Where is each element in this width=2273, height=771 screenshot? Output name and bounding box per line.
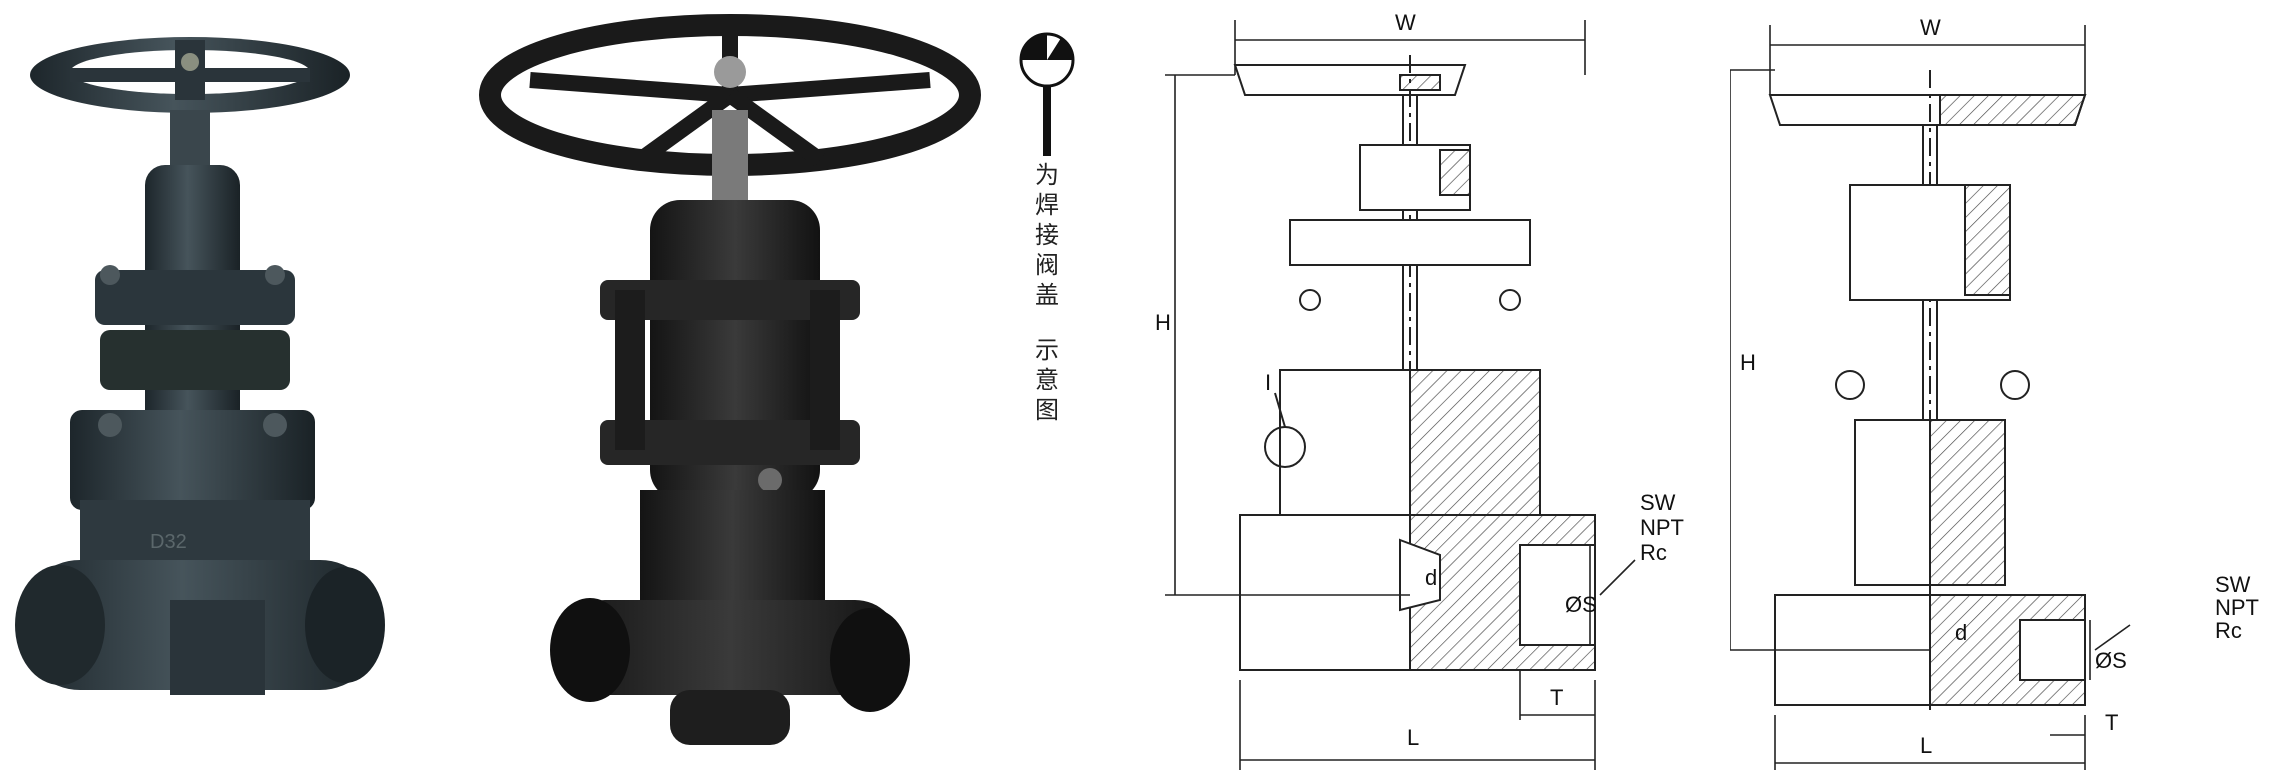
dim-l-label-2: L	[1920, 733, 1932, 758]
weld-bonnet-text: 为焊接阀盖	[1035, 161, 1059, 309]
end-type-rc-2: Rc	[2215, 618, 2242, 643]
valve-photo-bolted-bonnet: D32	[0, 0, 420, 771]
drawing-2-lines: W H L T ØS d SW NPT Rc	[1730, 15, 2259, 770]
drawing-1-lines: W H L T ØS d I SW NPT Rc	[1155, 10, 1684, 770]
end-type-rc: Rc	[1640, 540, 1667, 565]
dim-l-label: L	[1407, 725, 1419, 750]
dim-t-label-2: T	[2105, 710, 2118, 735]
weld-bonnet-legend: 为焊接阀盖 示意图	[1005, 0, 1095, 771]
dim-h-label-2: H	[1740, 350, 1756, 375]
body-marking: D32	[150, 531, 187, 553]
end-type-sw-2: SW	[2215, 572, 2251, 597]
valve-drawing-pressure-seal: W H L T ØS d SW NPT Rc	[1730, 0, 2273, 771]
end-type-npt: NPT	[1640, 515, 1684, 540]
weld-symbol-icon	[1019, 32, 1075, 156]
schematic-text: 示意图	[1035, 336, 1059, 424]
dim-t-label: T	[1550, 685, 1563, 710]
valve-photo-2-image	[479, 14, 981, 745]
dim-d-label-2: d	[1955, 620, 1967, 645]
dim-w-label: W	[1395, 10, 1416, 35]
dim-h-label: H	[1155, 310, 1171, 335]
valve-drawing-bolted: W H L T ØS d I SW NPT Rc	[1110, 0, 1700, 771]
dim-os-label-2: ØS	[2095, 648, 2127, 673]
dim-w-label-2: W	[1920, 15, 1941, 40]
dim-os-label: ØS	[1565, 592, 1597, 617]
end-type-sw: SW	[1640, 490, 1676, 515]
detail-i-label: I	[1265, 370, 1271, 395]
end-type-npt-2: NPT	[2215, 595, 2259, 620]
valve-photo-pressure-seal	[440, 0, 1020, 771]
valve-photo-1-image: D32	[15, 37, 385, 695]
dim-d-label: d	[1425, 565, 1437, 590]
